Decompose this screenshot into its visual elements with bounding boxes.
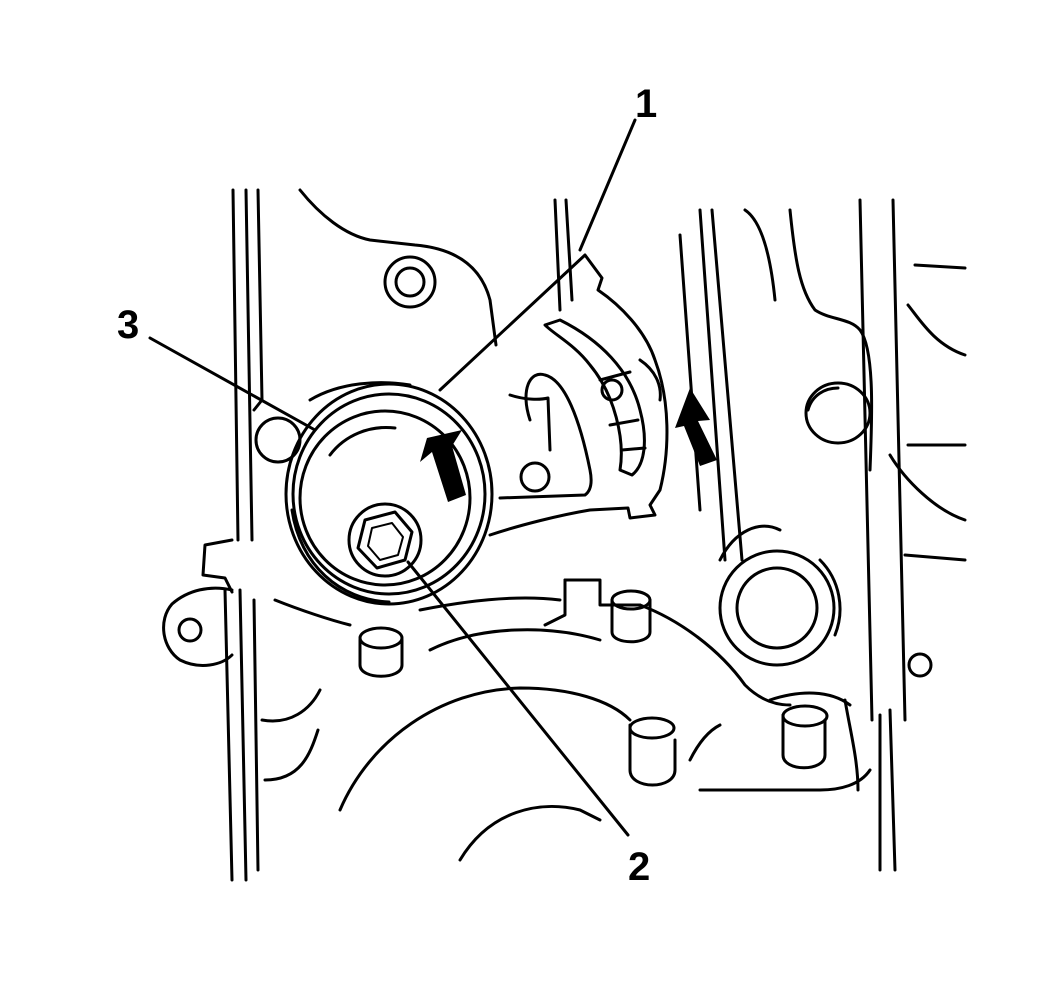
callout-label-3: 3	[117, 303, 139, 347]
callout-label-2: 2	[628, 845, 650, 889]
bolt-lower-left	[358, 626, 404, 678]
cover-mounting-tab	[162, 538, 234, 667]
engine-block-contours	[298, 188, 967, 872]
bolt-upper-right	[804, 381, 872, 445]
leader-line-1	[578, 118, 637, 252]
callout-label-1: 1	[635, 82, 657, 126]
bolt-lower-middle	[628, 716, 677, 787]
pulley-center-bolt	[347, 502, 423, 578]
block-bolts	[254, 255, 872, 787]
oil-pump-housing	[260, 578, 933, 862]
arrow-up-icon	[675, 388, 717, 466]
bolt-center	[610, 589, 652, 644]
tensioner-pulley	[284, 381, 494, 606]
timing-cover-left-edge	[223, 188, 264, 882]
crankshaft-boss	[718, 524, 842, 667]
arrow-up-icon	[420, 430, 466, 502]
bolt-upper-left	[383, 255, 437, 309]
leader-line-2	[406, 560, 630, 837]
callout-leader-lines	[148, 118, 637, 837]
bolt-lower-right	[768, 691, 852, 770]
tensioner-bracket	[438, 253, 669, 537]
leader-line-3	[148, 336, 317, 432]
